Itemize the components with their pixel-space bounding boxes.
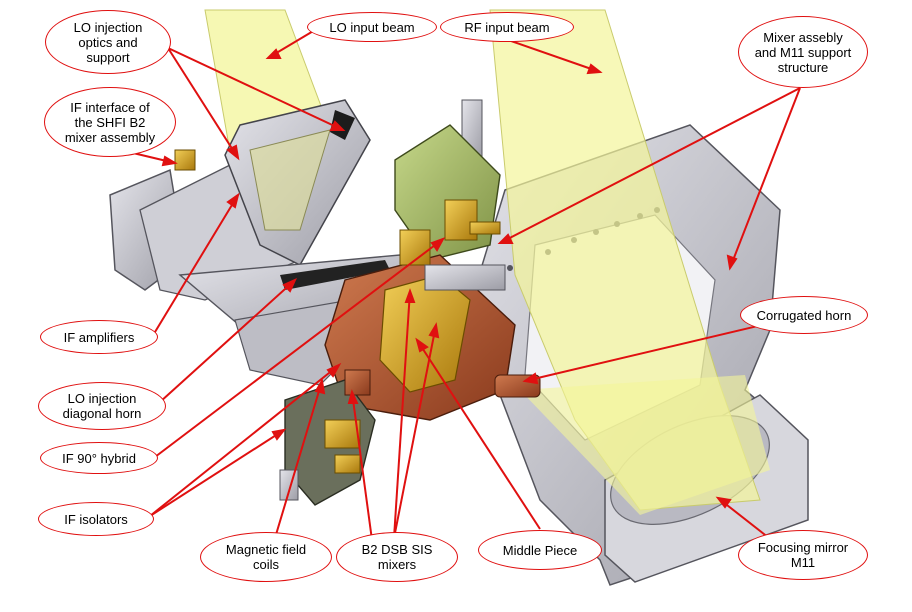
label-middle-piece: Middle Piece: [478, 530, 602, 570]
label-lo-input-beam: LO input beam: [307, 12, 437, 42]
label-corrugated-horn: Corrugated horn: [740, 296, 868, 334]
label-magnetic-field-coils: Magnetic field coils: [200, 532, 332, 582]
label-lo-diagonal-horn: LO injection diagonal horn: [38, 382, 166, 430]
leader-lines: [111, 26, 801, 546]
rf-beam-to-mirror: [520, 375, 770, 515]
label-if-isolators: IF isolators: [38, 502, 154, 536]
if-hybrid-box: [394, 99, 501, 261]
sis-mixer-block: [324, 229, 541, 421]
label-focusing-mirror: Focusing mirror M11: [738, 530, 868, 580]
label-if-amplifiers: IF amplifiers: [40, 320, 158, 354]
label-rf-input-beam: RF input beam: [440, 12, 574, 42]
label-b2-dsb-sis-mixers: B2 DSB SIS mixers: [336, 532, 458, 582]
label-mixer-assembly: Mixer assebly and M11 support structure: [738, 16, 868, 88]
lo-optics-box: [224, 99, 371, 266]
label-if-90-hybrid: IF 90° hybrid: [40, 442, 158, 474]
label-lo-injection-optics: LO injection optics and support: [45, 10, 171, 74]
isolator-lower-block: [279, 369, 376, 506]
label-if-interface: IF interface of the SHFI B2 mixer assemb…: [44, 87, 176, 157]
